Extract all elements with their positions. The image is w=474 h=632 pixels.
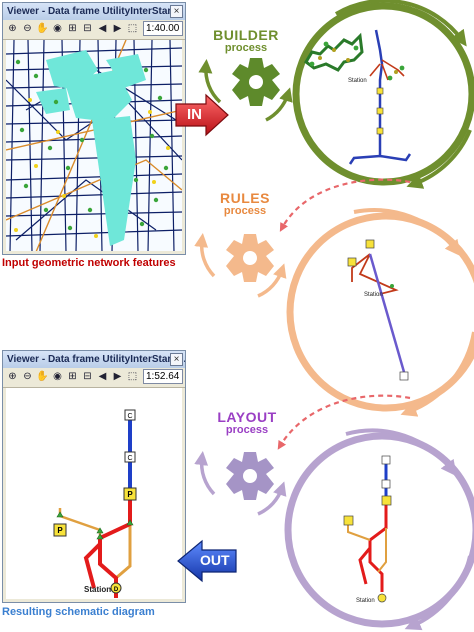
out-arrow-label: OUT (200, 552, 230, 568)
schematic-diagram: C C P P D Station (6, 388, 182, 599)
main-red-line (98, 492, 132, 598)
back-arrow-icon[interactable]: ◀ (98, 371, 107, 382)
forward-arrow-icon[interactable]: ▶ (113, 23, 122, 34)
svg-text:D: D (114, 587, 119, 593)
rules-to-layout-arrow (277, 394, 411, 450)
input-viewer-toolbar: ⊕ ⊖ ✋ ◉ ⊞ ⊟ ◀ ▶ ⬚ 1:40.00 (3, 20, 185, 40)
pan-hand-icon[interactable]: ✋ (36, 23, 49, 34)
select-icon[interactable]: ⬚ (127, 23, 138, 34)
svg-text:Station: Station (84, 585, 111, 594)
in-arrow: IN (174, 93, 230, 137)
builder-phase-label: BUILDER process (204, 27, 288, 54)
layout-station-label: Station (356, 598, 375, 604)
output-viewer-toolbar: ⊕ ⊖ ✋ ◉ ⊞ ⊟ ◀ ▶ ⬚ 1:52.64 (3, 368, 185, 388)
select-icon[interactable]: ⬚ (127, 371, 138, 382)
rules-phase-label: RULES process (208, 190, 282, 217)
zoom-in-icon[interactable]: ⊕ (8, 23, 17, 34)
input-viewer-title: Viewer - Data frame UtilityInterStart (3, 3, 185, 20)
schematic-node-c-top: C (124, 409, 136, 421)
output-viewer-title: Viewer - Data frame UtilityInterStart (.… (3, 351, 185, 368)
input-network-view (6, 40, 182, 251)
builder-title: BUILDER (213, 27, 279, 43)
rules-title: RULES (220, 190, 270, 206)
svg-text:P: P (57, 526, 63, 535)
output-schematic-view: C C P P D Station (6, 388, 182, 599)
forward-arrow-icon[interactable]: ▶ (113, 371, 122, 382)
output-viewer-close-button[interactable]: × (170, 353, 183, 366)
rules-network: Station (347, 239, 409, 381)
svg-text:P: P (127, 490, 133, 499)
output-scale-field[interactable]: 1:52.64 (143, 369, 183, 384)
input-network-map (6, 40, 182, 251)
layout-phase-label: LAYOUT process (208, 409, 286, 436)
input-viewer-close-button[interactable]: × (170, 5, 183, 18)
builder-cog-icon (232, 58, 280, 106)
builder-to-rules-arrow (279, 178, 411, 232)
in-arrow-label: IN (187, 106, 202, 123)
layout-network: Station (343, 455, 392, 604)
schematic-node-p-trunk: P (123, 487, 137, 501)
layout-cog-icon (226, 452, 274, 500)
rules-circle: Station (286, 208, 474, 417)
svg-text:C: C (127, 455, 132, 462)
rules-cog-icon (226, 234, 274, 282)
zoom-in-icon[interactable]: ⊕ (8, 371, 17, 382)
output-caption: Resulting schematic diagram (2, 606, 155, 618)
builder-network: Station (304, 29, 412, 165)
pan-hand-icon[interactable]: ✋ (36, 371, 49, 382)
branch-orange-right (115, 524, 132, 580)
rules-station-label: Station (364, 292, 383, 298)
rules-cycle-arrow-left (194, 233, 216, 278)
zoom-out-fixed-icon[interactable]: ⊟ (83, 371, 92, 382)
output-viewer-window: Viewer - Data frame UtilityInterStart (.… (2, 350, 186, 603)
schematic-junctions (56, 511, 134, 540)
full-extent-globe-icon[interactable]: ◉ (53, 23, 62, 34)
full-extent-globe-icon[interactable]: ◉ (53, 371, 62, 382)
input-viewer-window: Viewer - Data frame UtilityInterStart × … (2, 2, 186, 255)
layout-cycle-arrow-left (194, 451, 216, 496)
builder-cycle-arrow-right (265, 87, 293, 122)
network-junction-dots (14, 59, 170, 238)
zoom-out-icon[interactable]: ⊖ (23, 23, 32, 34)
out-arrow: OUT (176, 539, 238, 583)
schematic-node-p-left: P (53, 523, 67, 537)
back-arrow-icon[interactable]: ◀ (98, 23, 107, 34)
builder-cycle-arrow-left (198, 59, 222, 104)
zoom-in-fixed-icon[interactable]: ⊞ (68, 371, 77, 382)
input-caption: Input geometric network features (2, 257, 176, 269)
schematic-node-c-mid: C (124, 451, 136, 463)
zoom-out-icon[interactable]: ⊖ (23, 371, 32, 382)
svg-text:C: C (127, 413, 132, 420)
layout-circle: Station (284, 428, 474, 631)
process-diagram: Station Station (194, 0, 474, 631)
builder-circle: Station (292, 0, 474, 189)
schematic-node-station: D Station (84, 582, 122, 594)
zoom-out-fixed-icon[interactable]: ⊟ (83, 23, 92, 34)
rules-subtitle: process (223, 205, 267, 217)
builder-station-label: Station (348, 78, 367, 84)
input-scale-field[interactable]: 1:40.00 (143, 21, 183, 36)
builder-subtitle: process (224, 42, 268, 54)
branch-red-left (83, 542, 102, 589)
parcel-polygons (36, 50, 146, 246)
layout-cycle-arrow-right (257, 481, 287, 516)
layout-subtitle: process (225, 424, 269, 436)
zoom-in-fixed-icon[interactable]: ⊞ (68, 23, 77, 34)
rules-cycle-arrow-right (257, 263, 287, 298)
layout-title: LAYOUT (217, 409, 277, 425)
